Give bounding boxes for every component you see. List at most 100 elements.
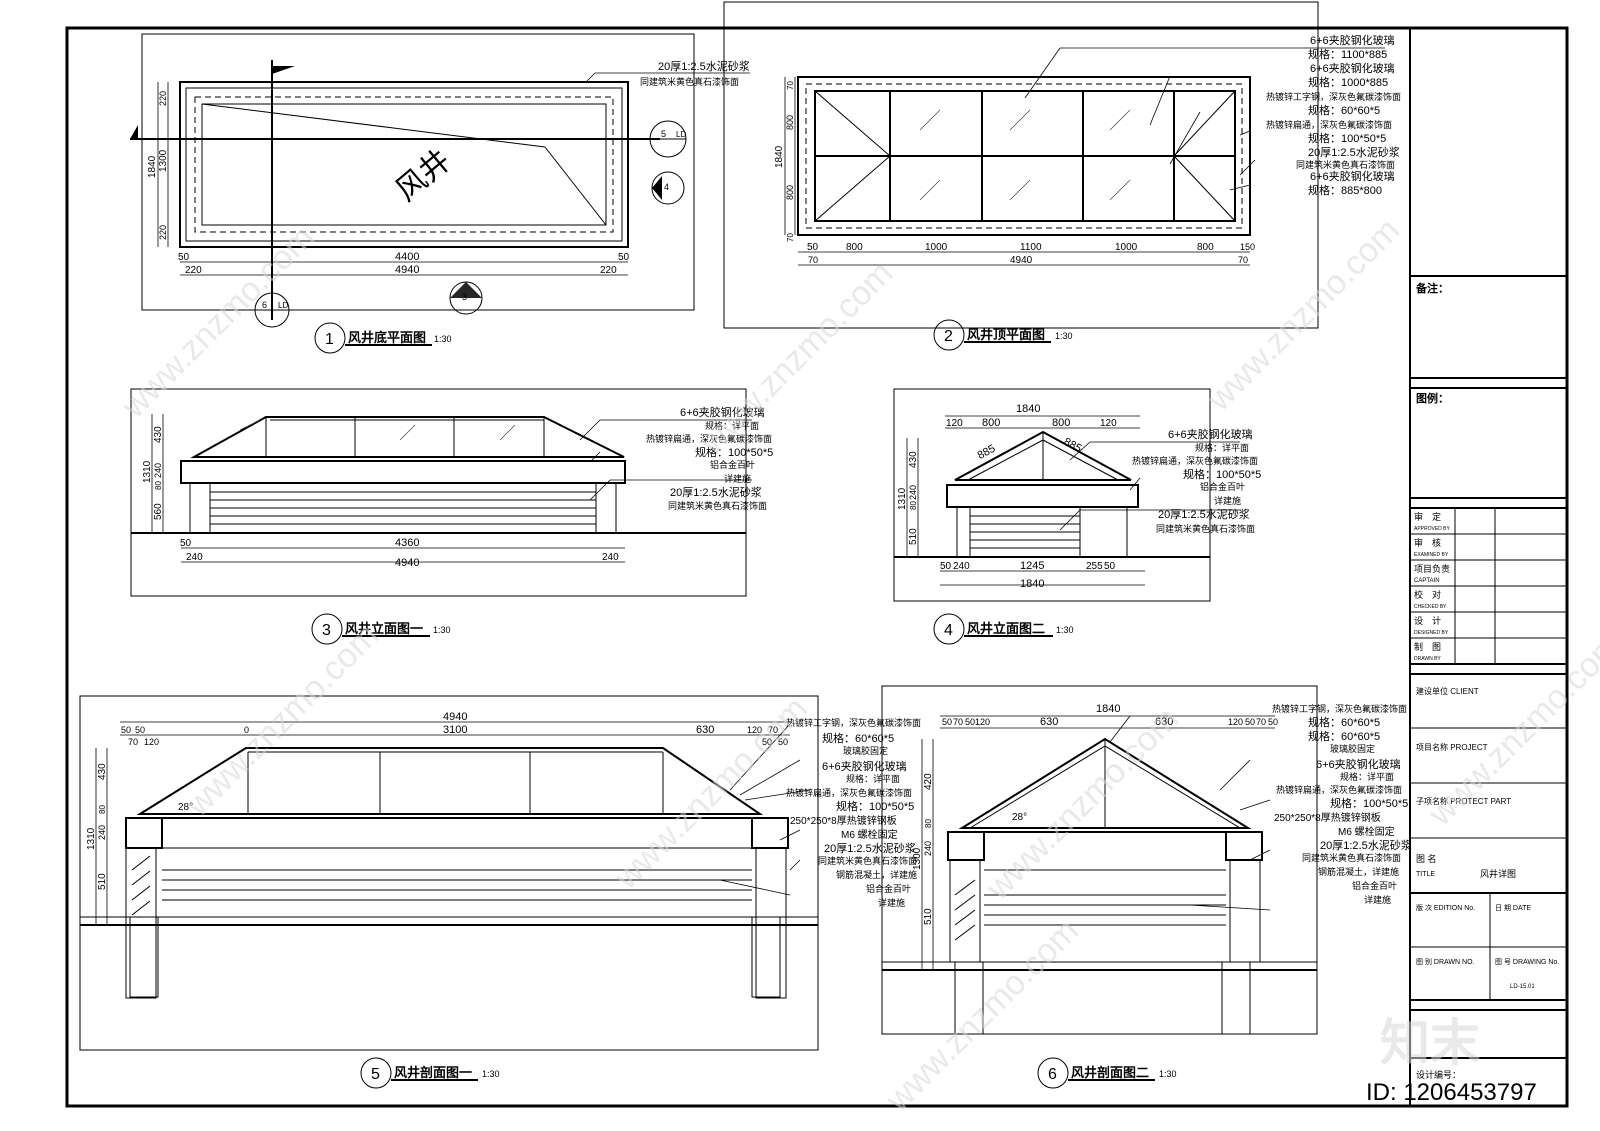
svg-text:规格：100*50*5: 规格：100*50*5	[1330, 796, 1408, 810]
svg-text:220: 220	[185, 265, 202, 276]
svg-text:50: 50	[942, 717, 952, 727]
svg-text:20厚1:2.5水泥砂浆: 20厚1:2.5水泥砂浆	[1158, 507, 1250, 521]
svg-text:120: 120	[975, 717, 990, 727]
svg-text:规格：1000*885: 规格：1000*885	[1308, 75, 1388, 89]
svg-text:详建施: 详建施	[878, 897, 905, 908]
svg-text:20厚1:2.5水泥砂浆: 20厚1:2.5水泥砂浆	[1320, 838, 1412, 852]
view-1-bottom-plan: 风井 50 4400 50 220 4940 220 1840 1300 220…	[130, 33, 750, 354]
svg-text:510: 510	[908, 528, 919, 545]
svg-text:80: 80	[909, 501, 918, 510]
svg-text:6+6夹胶钢化玻璃: 6+6夹胶钢化玻璃	[1168, 427, 1253, 441]
svg-text:同建筑米黄色真石漆饰面: 同建筑米黄色真石漆饰面	[818, 855, 917, 866]
svg-text:审 核: 审 核	[1414, 537, 1441, 548]
svg-text:2: 2	[944, 328, 953, 345]
svg-text:1300: 1300	[912, 847, 923, 870]
svg-text:1310: 1310	[142, 460, 153, 483]
svg-text:1840: 1840	[147, 155, 158, 178]
svg-text:图 别 DRAWN NO.: 图 别 DRAWN NO.	[1416, 957, 1475, 966]
view-5-section-1: 28° 4940 50 50 70 120 0 3100 630 120 70 …	[79, 695, 921, 1089]
svg-text:800: 800	[1052, 417, 1070, 429]
svg-text:同建筑米黄色真石漆饰面: 同建筑米黄色真石漆饰面	[1156, 523, 1255, 534]
title-block: 备注： 图例： 审 定 APPROVED BY 审 核 EXAMINED BY …	[1410, 275, 1567, 1080]
svg-text:0: 0	[244, 725, 249, 735]
legend-label: 图例：	[1416, 391, 1449, 405]
svg-text:510: 510	[923, 908, 934, 925]
svg-text:www.znzmo.com: www.znzmo.com	[607, 689, 815, 897]
svg-text:玻璃胶固定: 玻璃胶固定	[843, 745, 888, 756]
svg-text:50: 50	[965, 717, 975, 727]
svg-text:430: 430	[97, 763, 108, 780]
svg-text:1000: 1000	[1115, 242, 1138, 253]
svg-text:规格：885*800: 规格：885*800	[1308, 183, 1382, 197]
svg-text:APPROVED BY: APPROVED BY	[1414, 526, 1451, 532]
svg-text:80: 80	[924, 819, 933, 828]
svg-text:510: 510	[97, 873, 108, 890]
svg-text:800: 800	[785, 185, 795, 200]
svg-text:1300: 1300	[158, 149, 169, 172]
svg-text:50: 50	[940, 561, 952, 572]
svg-text:220: 220	[158, 225, 168, 240]
svg-text:1000: 1000	[925, 242, 948, 253]
svg-text:50: 50	[762, 737, 772, 747]
svg-text:铝合金百叶: 铝合金百叶	[1352, 880, 1397, 891]
svg-text:审 定: 审 定	[1414, 511, 1441, 522]
svg-text:120: 120	[1100, 418, 1117, 429]
view-4-elevation-2: 885 885 1840 120 800 800 120 50 240 1245…	[893, 388, 1261, 645]
svg-text:240: 240	[908, 485, 918, 500]
svg-text:4940: 4940	[443, 711, 467, 723]
svg-text:70: 70	[128, 737, 138, 747]
svg-text:同建筑米黄色真石漆饰面: 同建筑米黄色真石漆饰面	[668, 500, 767, 511]
svg-text:1840: 1840	[774, 145, 785, 168]
svg-text:20厚1:2.5水泥砂浆: 20厚1:2.5水泥砂浆	[824, 841, 916, 855]
svg-text:规格：100*50*5: 规格：100*50*5	[1308, 131, 1386, 145]
svg-text:热镀锌工字钢，深灰色氟碳漆饰面: 热镀锌工字钢，深灰色氟碳漆饰面	[1266, 91, 1401, 102]
svg-text:240: 240	[97, 825, 107, 840]
svg-text:800: 800	[846, 242, 863, 253]
svg-text:热镀锌工字钢，深灰色氟碳漆饰面: 热镀锌工字钢，深灰色氟碳漆饰面	[786, 717, 921, 728]
svg-text:铝合金百叶: 铝合金百叶	[710, 459, 755, 470]
svg-text:50: 50	[180, 538, 192, 549]
svg-text:图 号 DRAWING No.: 图 号 DRAWING No.	[1495, 958, 1559, 966]
svg-text:同建筑米黄色真石漆饰面: 同建筑米黄色真石漆饰面	[1302, 852, 1401, 863]
svg-text:热镀锌扁通，深灰色氟碳漆饰面: 热镀锌扁通，深灰色氟碳漆饰面	[1276, 784, 1402, 795]
svg-text:热镀锌工字钢，深灰色氟碳漆饰面: 热镀锌工字钢，深灰色氟碳漆饰面	[1272, 703, 1407, 714]
svg-text:4940: 4940	[395, 264, 419, 276]
svg-text:1840: 1840	[1096, 703, 1120, 715]
svg-text:240: 240	[602, 552, 619, 563]
svg-text:250*250*8厚热镀锌钢板: 250*250*8厚热镀锌钢板	[790, 814, 897, 827]
svg-text:80: 80	[154, 481, 163, 490]
svg-text:28°: 28°	[1012, 812, 1027, 823]
svg-text:120: 120	[946, 418, 963, 429]
svg-text:50: 50	[1268, 717, 1278, 727]
svg-text:规格：详平面: 规格：详平面	[705, 420, 759, 431]
shaft-label: 风井	[390, 144, 457, 208]
svg-text:1245: 1245	[1020, 560, 1044, 572]
svg-text:4: 4	[944, 622, 953, 639]
svg-text:玻璃胶固定: 玻璃胶固定	[1330, 743, 1375, 754]
view-3-title: 风井立面图一	[345, 621, 423, 636]
view-1-title: 风井底平面图	[348, 330, 426, 345]
view-6-section-2: 28° 1840 50 70 50 120 630 630 120 50 70 …	[881, 685, 1412, 1089]
svg-text:6: 6	[262, 300, 267, 310]
svg-text:420: 420	[923, 773, 934, 790]
svg-text:同建筑米黄色真石漆饰面: 同建筑米黄色真石漆饰面	[640, 76, 739, 87]
svg-text:规格：100*50*5: 规格：100*50*5	[836, 799, 914, 813]
svg-text:设 计: 设 计	[1414, 615, 1441, 626]
svg-text:规格：100*50*5: 规格：100*50*5	[1183, 467, 1261, 481]
svg-text:校 对: 校 对	[1414, 589, 1441, 600]
svg-text:6: 6	[1048, 1066, 1057, 1083]
svg-text:钢筋混凝土，详建施: 钢筋混凝土，详建施	[1318, 866, 1399, 877]
svg-text:50: 50	[807, 242, 819, 253]
svg-text:M6 螺栓固定: M6 螺栓固定	[1338, 825, 1395, 838]
svg-text:240: 240	[953, 561, 970, 572]
svg-text:6+6夹胶钢化玻璃: 6+6夹胶钢化玻璃	[1310, 169, 1395, 183]
svg-text:430: 430	[908, 451, 919, 468]
svg-text:详建施: 详建施	[724, 473, 751, 484]
svg-text:220: 220	[158, 91, 168, 106]
svg-text:版 次 EDITION No.: 版 次 EDITION No.	[1416, 903, 1475, 912]
svg-text:6+6夹胶钢化玻璃: 6+6夹胶钢化玻璃	[1310, 61, 1395, 75]
svg-text:钢筋混凝土，详建施: 钢筋混凝土，详建施	[836, 869, 917, 880]
svg-text:630: 630	[1040, 716, 1058, 728]
svg-text:CHECKED BY: CHECKED BY	[1414, 604, 1447, 610]
svg-text:详建施: 详建施	[1364, 894, 1391, 905]
